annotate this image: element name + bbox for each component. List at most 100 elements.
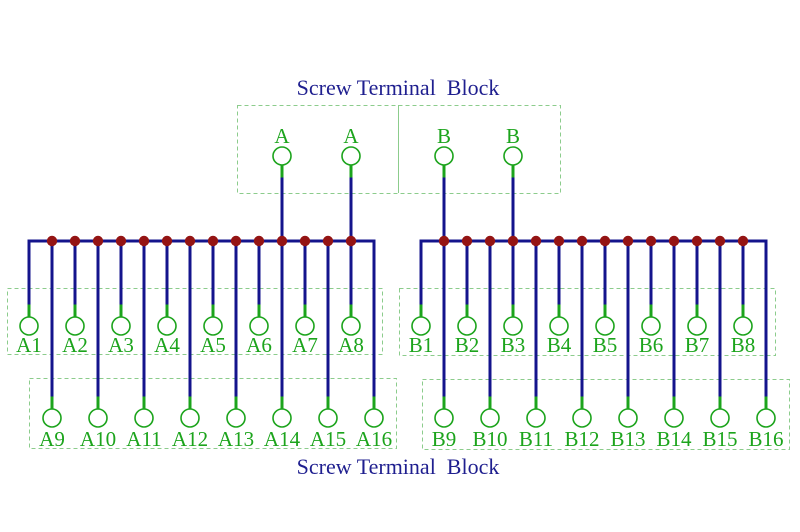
terminal-pin [733, 316, 753, 336]
junction-dot [184, 235, 196, 247]
junction-dot [553, 235, 565, 247]
junction-dot [299, 235, 311, 247]
junction-dot [714, 235, 726, 247]
terminal-label: B6 [639, 333, 664, 357]
terminal-pin [341, 146, 361, 166]
terminal-pin [203, 316, 223, 336]
junction-dot [138, 235, 150, 247]
junction-dot [322, 235, 334, 247]
terminal-label: B3 [501, 333, 526, 357]
junction-dot [668, 235, 680, 247]
terminal-label: A14 [264, 427, 301, 451]
junction-dot [253, 235, 265, 247]
terminal-pin [226, 408, 246, 428]
terminal-label: A4 [154, 333, 180, 357]
terminal-pin [641, 316, 661, 336]
terminal-label: A9 [39, 427, 65, 451]
terminal-pin [295, 316, 315, 336]
terminal-pin [318, 408, 338, 428]
terminal-pin [134, 408, 154, 428]
terminal-label: B4 [547, 333, 572, 357]
terminal-label: B [437, 124, 451, 148]
terminal-pin [434, 146, 454, 166]
terminal-pin [249, 316, 269, 336]
terminal-label: A5 [200, 333, 226, 357]
terminal-label: B2 [455, 333, 480, 357]
terminal-label: B13 [610, 427, 645, 451]
junction-dot [438, 235, 450, 247]
terminal-pin [457, 316, 477, 336]
terminal-label: B9 [432, 427, 457, 451]
junction-dot [69, 235, 81, 247]
terminal-pin [480, 408, 500, 428]
terminal-pin [364, 408, 384, 428]
terminal-label: B8 [731, 333, 756, 357]
terminal-pin [272, 408, 292, 428]
junction-dot [345, 235, 357, 247]
junction-dot [737, 235, 749, 247]
junction-dot [484, 235, 496, 247]
terminal-label: A11 [126, 427, 161, 451]
terminal-label: A2 [62, 333, 88, 357]
terminal-label: B11 [519, 427, 553, 451]
terminal-label: A1 [16, 333, 42, 357]
terminal-label: B1 [409, 333, 434, 357]
junction-dot [115, 235, 127, 247]
terminal-pin [434, 408, 454, 428]
junction-dot [92, 235, 104, 247]
junction-dot [599, 235, 611, 247]
junction-dot [46, 235, 58, 247]
terminal-label: B16 [748, 427, 783, 451]
terminal-label: A16 [356, 427, 392, 451]
bank-b-lower-outline [422, 379, 790, 450]
terminal-label: A3 [108, 333, 134, 357]
terminal-pin [710, 408, 730, 428]
junction-dot [276, 235, 288, 247]
bank-a-upper-outline [7, 288, 383, 355]
terminal-pin [341, 316, 361, 336]
terminal-pin [526, 408, 546, 428]
junction-dot [530, 235, 542, 247]
bank-a-lower-outline [29, 378, 397, 449]
terminal-label: A13 [218, 427, 254, 451]
terminal-label: B14 [656, 427, 692, 451]
terminal-pin [88, 408, 108, 428]
terminal-pin [157, 316, 177, 336]
junction-dot [691, 235, 703, 247]
terminal-pin [595, 316, 615, 336]
junction-dot [461, 235, 473, 247]
junction-dot [161, 235, 173, 247]
bottom-block-title: Screw Terminal Block [296, 454, 500, 479]
terminal-pin [549, 316, 569, 336]
terminal-pin [272, 146, 292, 166]
terminal-pin [664, 408, 684, 428]
terminal-label: B12 [564, 427, 599, 451]
terminal-label: B15 [702, 427, 737, 451]
terminal-pin [503, 146, 523, 166]
terminal-label: A6 [246, 333, 272, 357]
terminal-pin [503, 316, 523, 336]
terminal-label: A [343, 124, 359, 148]
terminal-label: A10 [80, 427, 116, 451]
terminal-label: A15 [310, 427, 346, 451]
junction-dot [576, 235, 588, 247]
terminal-label: B [506, 124, 520, 148]
junction-dot [622, 235, 634, 247]
terminal-label: B10 [472, 427, 507, 451]
bank-b-upper-outline [399, 288, 776, 356]
terminal-pin [42, 408, 62, 428]
junction-dot [645, 235, 657, 247]
terminal-pin [180, 408, 200, 428]
terminal-pin [411, 316, 431, 336]
terminal-pin [756, 408, 776, 428]
terminal-label: A8 [338, 333, 364, 357]
terminal-pin [111, 316, 131, 336]
terminal-pin [572, 408, 592, 428]
terminal-pin [65, 316, 85, 336]
terminal-label: A12 [172, 427, 208, 451]
junction-dot [507, 235, 519, 247]
terminal-pin [618, 408, 638, 428]
junction-dot [207, 235, 219, 247]
top-block-title: Screw Terminal Block [296, 75, 500, 100]
